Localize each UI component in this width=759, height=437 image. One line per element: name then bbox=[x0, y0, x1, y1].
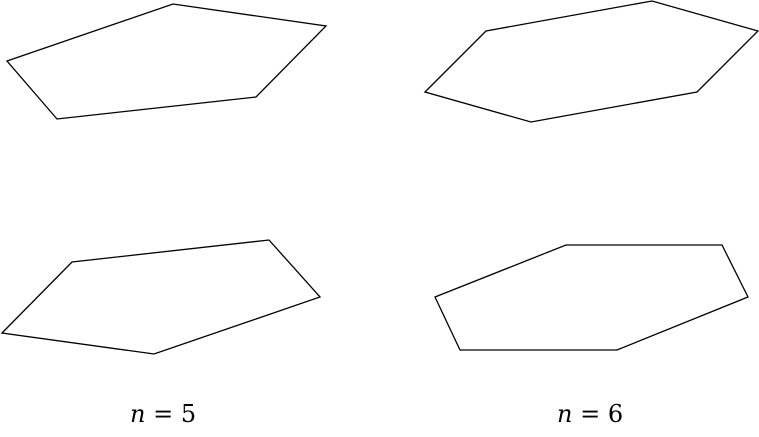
caption-operator: = bbox=[153, 400, 174, 428]
caption-n-equals-5: n = 5 bbox=[130, 402, 196, 426]
pentagon-bottom bbox=[0, 239, 322, 355]
hexagon-bottom bbox=[434, 244, 749, 351]
caption-value: 6 bbox=[607, 400, 624, 428]
caption-value: 5 bbox=[180, 400, 197, 428]
caption-variable: n bbox=[130, 400, 146, 428]
caption-operator: = bbox=[580, 400, 601, 428]
pentagon-top bbox=[5, 3, 328, 120]
caption-variable: n bbox=[557, 400, 573, 428]
caption-n-equals-6: n = 6 bbox=[557, 402, 623, 426]
hexagon-top bbox=[423, 0, 759, 123]
